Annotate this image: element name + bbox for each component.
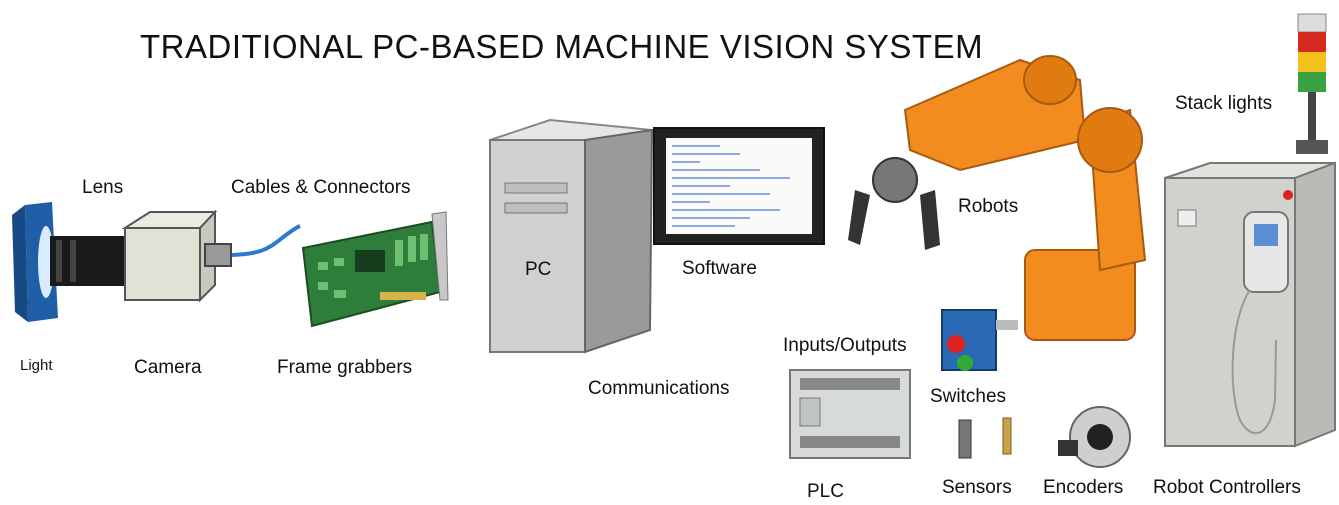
plc-illustration	[789, 369, 911, 459]
label-sensors: Sensors	[942, 477, 1012, 498]
pc-tower-illustration	[489, 118, 655, 354]
stack-light-illustration	[1296, 13, 1328, 154]
label-light: Light	[20, 357, 53, 374]
label-camera: Camera	[134, 357, 202, 378]
lens-illustration	[50, 236, 130, 286]
label-robots: Robots	[958, 196, 1019, 217]
switch-illustration	[941, 309, 1018, 371]
label-stack-lights: Stack lights	[1175, 93, 1273, 114]
label-frame-grabbers: Frame grabbers	[277, 357, 413, 378]
label-encoders: Encoders	[1043, 477, 1124, 498]
software-monitor-illustration	[653, 127, 825, 245]
robot-arm-illustration	[848, 55, 1147, 341]
label-cables-connectors: Cables & Connectors	[231, 177, 411, 198]
label-communications: Communications	[588, 378, 730, 399]
label-plc: PLC	[807, 481, 844, 502]
page-title: TRADITIONAL PC-BASED MACHINE VISION SYST…	[140, 28, 984, 65]
camera-illustration	[121, 209, 232, 303]
label-pc: PC	[525, 259, 552, 280]
label-robot-controllers: Robot Controllers	[1153, 477, 1301, 498]
sensors-illustration	[958, 417, 1012, 459]
cable-illustration	[231, 224, 301, 257]
encoder-illustration	[1058, 406, 1131, 468]
label-switches: Switches	[930, 386, 1007, 407]
label-software: Software	[682, 258, 757, 279]
frame-grabber-illustration	[301, 211, 449, 328]
robot-controller-illustration	[1164, 161, 1336, 448]
label-lens: Lens	[82, 177, 124, 198]
label-inputs-outputs: Inputs/Outputs	[783, 335, 907, 356]
